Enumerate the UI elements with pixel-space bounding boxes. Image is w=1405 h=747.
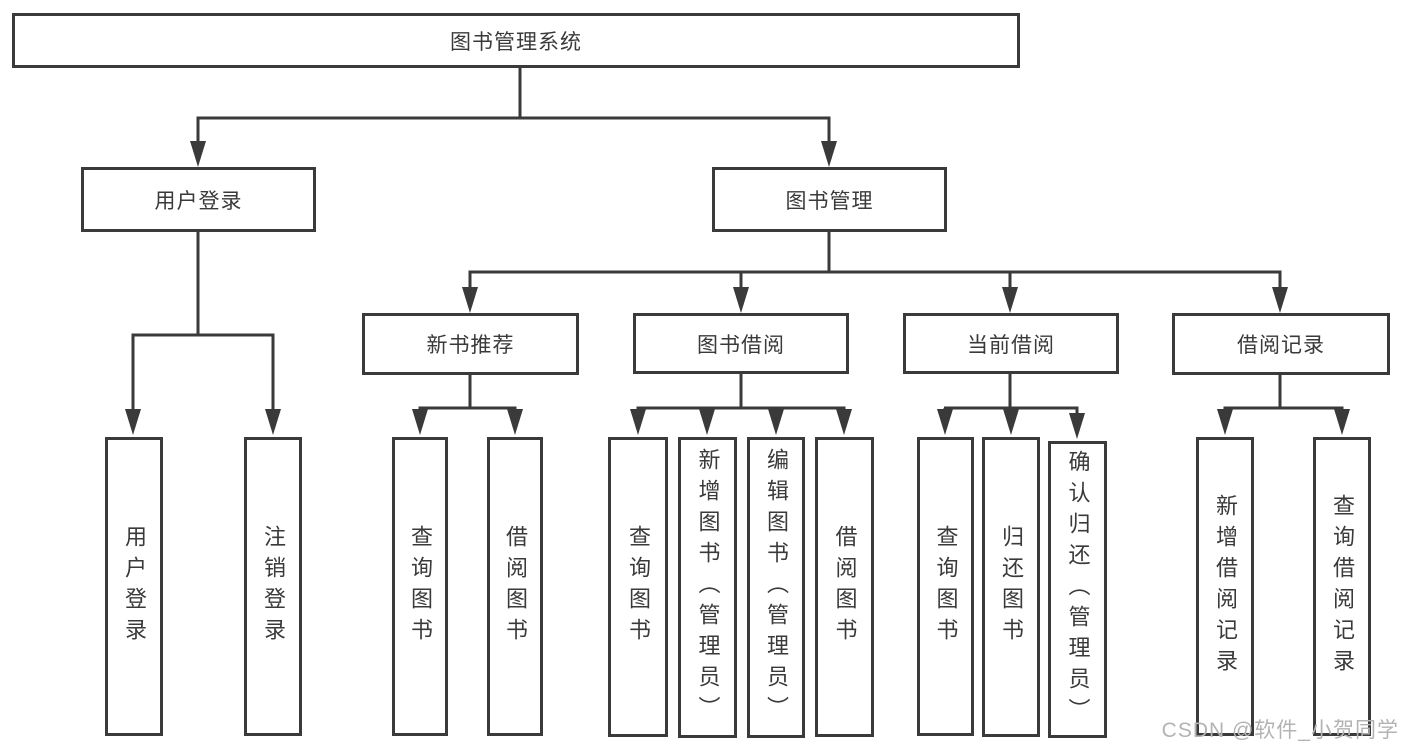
leaf-user-login-label: 用户登录: [122, 524, 147, 649]
leaf-newbooks-query-books-label: 查询图书: [408, 524, 433, 649]
leaf-current-query-books-label: 查询图书: [933, 524, 959, 649]
leaf-logout: 注销登录: [244, 437, 302, 736]
node-book-management: 图书管理: [712, 167, 947, 232]
node-new-book-recommend-label: 新书推荐: [426, 334, 515, 357]
node-user-login: 用户登录: [81, 167, 316, 232]
node-current-borrow-label: 当前借阅: [967, 333, 1055, 357]
node-new-book-recommend: 新书推荐: [362, 313, 579, 375]
leaf-add-borrow-record: 新增借阅记录: [1196, 437, 1254, 736]
leaf-confirm-return-admin: 确认归还（管理员）: [1048, 441, 1107, 738]
leaf-return-books: 归还图书: [982, 437, 1040, 737]
leaf-add-books-admin-label: 新增图书（管理员）: [695, 448, 721, 727]
node-borrow-records: 借阅记录: [1172, 313, 1390, 375]
node-book-management-system: 图书管理系统: [12, 13, 1020, 68]
leaf-borrow-books-label: 借阅图书: [832, 525, 858, 649]
leaf-query-borrow-record: 查询借阅记录: [1313, 437, 1371, 736]
leaf-add-books-admin: 新增图书（管理员）: [678, 437, 737, 738]
watermark: CSDN @软件_小贺同学: [1161, 719, 1399, 742]
leaf-confirm-return-admin-label: 确认归还（管理员）: [1065, 450, 1091, 729]
node-current-borrow: 当前借阅: [903, 313, 1119, 374]
node-book-borrow: 图书借阅: [633, 313, 849, 374]
leaf-borrow-query-books-label: 查询图书: [626, 525, 651, 649]
leaf-current-query-books: 查询图书: [917, 437, 974, 736]
leaf-newbooks-borrow-books-label: 借阅图书: [503, 524, 528, 649]
leaf-edit-books-admin-label: 编辑图书（管理员）: [764, 448, 789, 727]
node-root-label: 图书管理系统: [450, 30, 582, 54]
leaf-borrow-query-books: 查询图书: [608, 437, 668, 737]
node-borrow-records-label: 借阅记录: [1237, 334, 1325, 357]
leaf-add-borrow-record-label: 新增借阅记录: [1213, 493, 1238, 680]
leaf-borrow-books: 借阅图书: [815, 437, 874, 737]
leaf-edit-books-admin: 编辑图书（管理员）: [747, 437, 805, 738]
leaf-query-borrow-record-label: 查询借阅记录: [1330, 493, 1355, 680]
node-user-login-label: 用户登录: [154, 189, 243, 213]
leaf-logout-label: 注销登录: [261, 524, 286, 649]
leaf-newbooks-query-books: 查询图书: [392, 437, 448, 736]
leaf-user-login: 用户登录: [105, 437, 163, 736]
leaf-newbooks-borrow-books: 借阅图书: [487, 437, 543, 736]
node-book-management-label: 图书管理: [785, 189, 874, 213]
node-book-borrow-label: 图书借阅: [697, 333, 785, 357]
leaf-return-books-label: 归还图书: [999, 525, 1024, 649]
